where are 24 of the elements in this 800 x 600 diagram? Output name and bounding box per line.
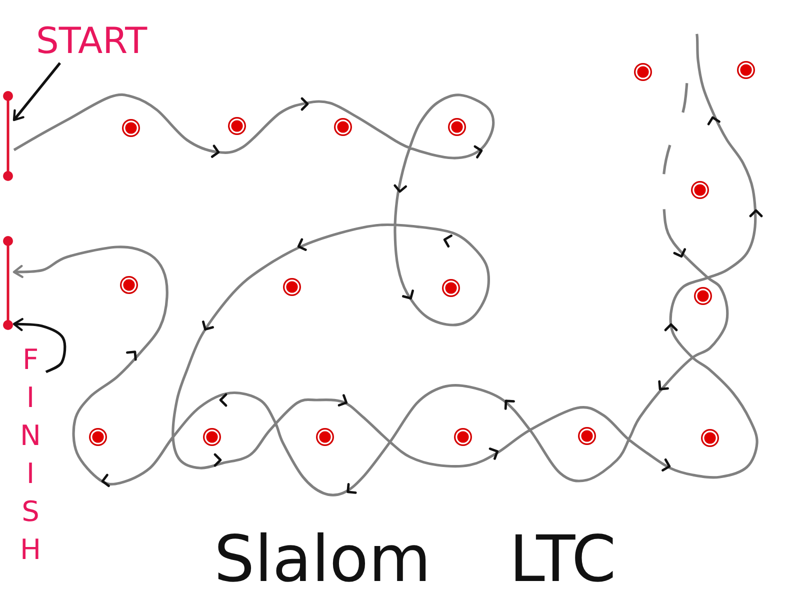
- cone-marker: [334, 118, 352, 136]
- cone-marker: [694, 287, 712, 305]
- cone-marker: [454, 428, 472, 446]
- cone-marker: [316, 428, 334, 446]
- cone-marker: [122, 119, 140, 137]
- cone-marker: [737, 61, 755, 79]
- cone-marker: [448, 118, 466, 136]
- finish-gate: [2, 235, 14, 331]
- curved-arrow: [12, 318, 66, 374]
- cone-marker: [442, 279, 460, 297]
- cone-marker: [578, 427, 596, 445]
- cone-marker: [283, 278, 301, 296]
- cone-marker: [634, 63, 652, 81]
- arrow: [12, 62, 62, 122]
- diagram-title: Slalom LTC: [214, 528, 616, 592]
- cone-marker: [228, 117, 246, 135]
- start-gate: [2, 90, 14, 182]
- cone-marker: [691, 181, 709, 199]
- cone-marker: [89, 428, 107, 446]
- start-label: START: [36, 20, 148, 63]
- cone-marker: [203, 428, 221, 446]
- finish-label: FINISH: [14, 343, 46, 571]
- cone-marker: [120, 276, 138, 294]
- cone-marker: [701, 429, 719, 447]
